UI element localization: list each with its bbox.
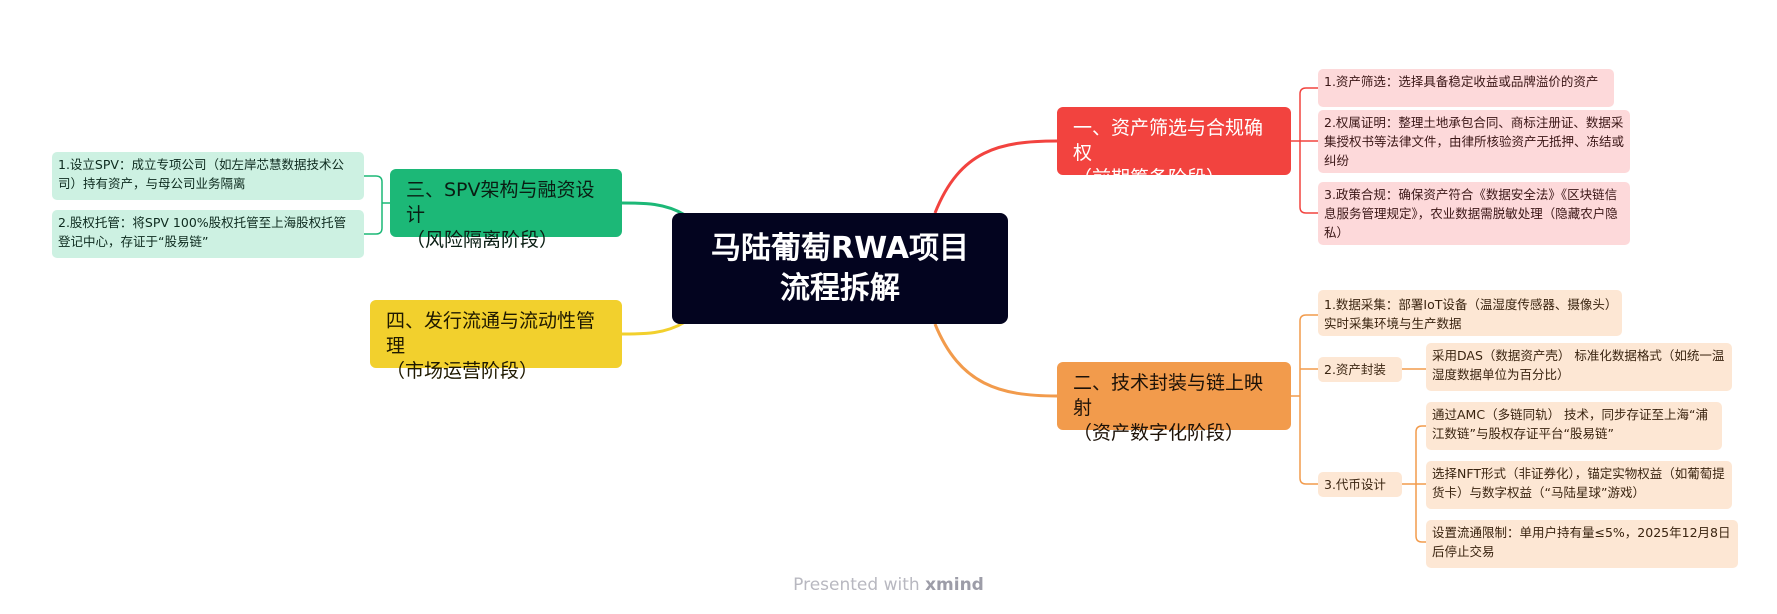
root-title: 马陆葡萄RWA项目流程拆解 <box>710 230 970 306</box>
branch2-item-3-label[interactable]: 3.代币设计 <box>1318 472 1402 497</box>
connector-root-branch3 <box>621 201 686 217</box>
footer-watermark: Presented with xmind <box>0 575 1777 595</box>
branch2-line2: （资产数字化阶段） <box>1073 422 1245 444</box>
connector-token-design <box>1402 425 1426 543</box>
branch3-item-1[interactable]: 1.设立SPV：成立专项公司（如左岸芯慧数据技术公司）持有资产，与母公司业务隔离 <box>52 152 364 200</box>
branch1-line2: （前期筹备阶段） <box>1073 167 1226 189</box>
branch2-item-3-detail-2[interactable]: 选择NFT形式（非证券化），锚定实物权益（如葡萄提货卡）与数字权益（“马陆星球”… <box>1426 461 1732 509</box>
branch-tech-packaging[interactable]: 二、技术封装与链上映射 （资产数字化阶段） <box>1057 362 1291 444</box>
connector-branch1-items <box>1291 87 1318 214</box>
branch1-item-3[interactable]: 3.政策合规：确保资产符合《数据安全法》《区块链信息服务管理规定》，农业数据需脱… <box>1318 182 1630 245</box>
root-topic[interactable]: 马陆葡萄RWA项目流程拆解 <box>672 213 1008 324</box>
branch2-item-3-detail-3[interactable]: 设置流通限制：单用户持有量≤5%，2025年12月8日后停止交易 <box>1426 520 1738 568</box>
branch1-item-1[interactable]: 1.资产筛选：选择具备稳定收益或品牌溢价的资产 <box>1318 69 1614 107</box>
branch4-line1: 四、发行流通与流动性管理 <box>386 310 596 357</box>
branch2-item-2-label[interactable]: 2.资产封装 <box>1318 357 1402 382</box>
connector-root-branch2 <box>933 323 1058 398</box>
branch-spv-structure[interactable]: 三、SPV架构与融资设计 （风险隔离阶段） <box>390 169 622 251</box>
branch-asset-screening[interactable]: 一、资产筛选与合规确权 （前期筹备阶段） <box>1057 107 1291 189</box>
branch2-item-2-detail[interactable]: 采用DAS（数据资产壳） 标准化数据格式（如统一温湿度数据单位为百分比） <box>1426 343 1732 391</box>
branch3-line1: 三、SPV架构与融资设计 <box>406 179 595 226</box>
connector-root-branch1 <box>933 139 1058 214</box>
connector-branch3-items <box>364 175 390 235</box>
branch3-item-2[interactable]: 2.股权托管：将SPV 100%股权托管至上海股权托管登记中心，存证于“股易链” <box>52 210 364 258</box>
branch2-line1: 二、技术封装与链上映射 <box>1073 372 1264 419</box>
footer-prefix: Presented with <box>793 575 926 595</box>
branch2-item-1[interactable]: 1.数据采集：部署IoT设备（温湿度传感器、摄像头）实时采集环境与生产数据 <box>1318 290 1622 336</box>
branch3-line2: （风险隔离阶段） <box>406 229 559 251</box>
connector-root-branch4 <box>621 320 686 336</box>
xmind-logo: xmind <box>925 575 984 595</box>
branch1-item-2[interactable]: 2.权属证明：整理土地承包合同、商标注册证、数据采集授权书等法律文件，由律所核验… <box>1318 110 1630 173</box>
branch4-line2: （市场运营阶段） <box>386 360 539 382</box>
branch1-line1: 一、资产筛选与合规确权 <box>1073 117 1264 164</box>
branch-issuance-circulation[interactable]: 四、发行流通与流动性管理 （市场运营阶段） <box>370 300 622 382</box>
branch2-item-3-detail-1[interactable]: 通过AMC（多链同轨） 技术，同步存证至上海“浦江数链”与股权存证平台“股易链” <box>1426 402 1722 450</box>
connector-branch2-items <box>1291 314 1318 485</box>
